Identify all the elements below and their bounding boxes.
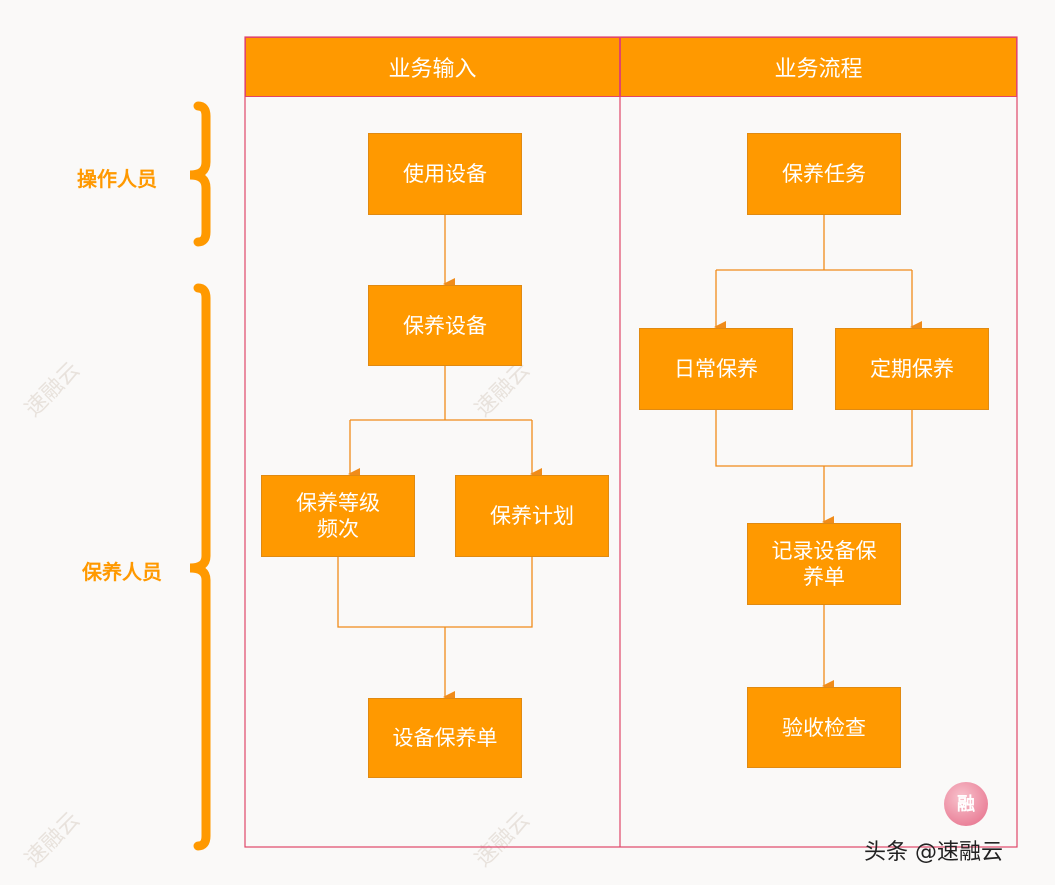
- logo-char: 融: [957, 794, 975, 815]
- node-periodic-maintenance: 定期保养: [835, 328, 989, 410]
- connector-task-split: [716, 215, 912, 271]
- node-record-maintenance-order: 记录设备保 养单: [747, 523, 901, 605]
- role-label-operator: 操作人员: [77, 167, 157, 191]
- node-maintenance-plan: 保养计划: [455, 475, 609, 557]
- role-label-maintainer: 保养人员: [82, 560, 162, 584]
- logo-icon: [944, 782, 988, 826]
- maintainer-brace: [189, 283, 211, 851]
- footer-attribution: 头条 @速融云: [864, 840, 1003, 865]
- node-maintain-equipment: 保养设备: [368, 285, 522, 366]
- connector-merge: [337, 557, 533, 628]
- node-acceptance-check: 验收检查: [747, 687, 901, 768]
- node-daily-maintenance: 日常保养: [639, 328, 793, 410]
- operator-brace: [189, 101, 211, 247]
- swimlane-frame: [244, 36, 1018, 848]
- column-header-business-input: 业务输入: [245, 37, 620, 97]
- node-maintenance-level-frequency: 保养等级 频次: [261, 475, 415, 557]
- connector-maintain-split: [350, 366, 532, 421]
- connector-right-merge: [715, 410, 913, 467]
- node-maintenance-order: 设备保养单: [368, 698, 522, 778]
- node-maintenance-task: 保养任务: [747, 133, 901, 215]
- column-header-business-process: 业务流程: [620, 37, 1017, 97]
- node-use-equipment: 使用设备: [368, 133, 522, 215]
